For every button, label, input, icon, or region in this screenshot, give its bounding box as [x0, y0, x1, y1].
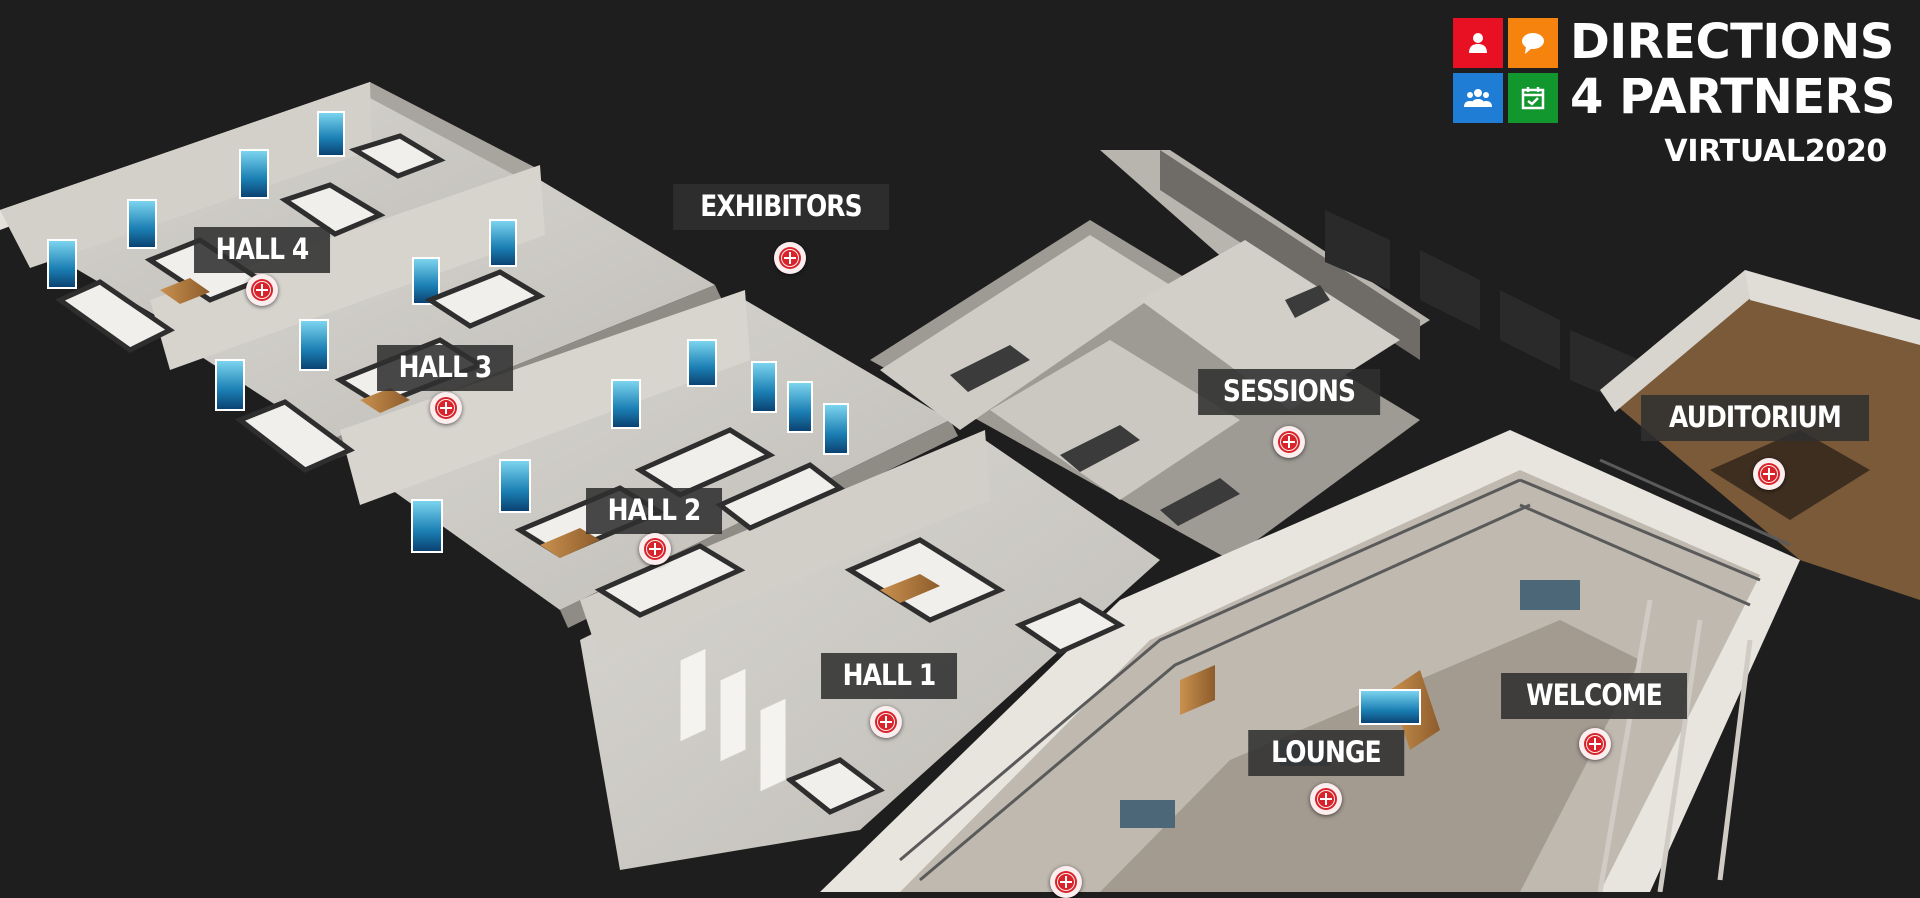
auditorium-pin-plus-icon[interactable]	[1753, 458, 1785, 490]
logo-title-line2: 4 PARTNERS	[1570, 69, 1896, 125]
logo-tile-red	[1453, 18, 1503, 68]
lounge-pin-plus-icon[interactable]	[1310, 783, 1342, 815]
sessions-label[interactable]: SESSIONS	[1198, 369, 1380, 415]
welcome-label[interactable]: WELCOME	[1501, 673, 1687, 719]
auditorium-label[interactable]: AUDITORIUM	[1641, 395, 1869, 441]
hall-4-label[interactable]: HALL 4	[194, 227, 330, 273]
logo-title-line1: DIRECTIONS	[1570, 14, 1894, 70]
hall-1-label[interactable]: HALL 1	[821, 653, 957, 699]
hall-4-pin-plus-icon[interactable]	[246, 274, 278, 306]
exhibitors-pin-plus-icon[interactable]	[774, 242, 806, 274]
logo-subtitle: VIRTUAL2020	[1664, 134, 1887, 169]
hall-3-room	[160, 180, 715, 440]
hall-3-pin-plus-icon[interactable]	[430, 392, 462, 424]
sessions-pin-plus-icon[interactable]	[1273, 426, 1305, 458]
calendar-check-icon	[1521, 87, 1545, 110]
logo-tile-green	[1508, 73, 1558, 123]
exhibitors-label[interactable]: EXHIBITORS	[673, 184, 889, 230]
logo-tile-blue	[1453, 73, 1503, 123]
welcome-pin-plus-icon[interactable]	[1579, 728, 1611, 760]
people-group-icon	[1464, 89, 1492, 107]
hall-2-pin-plus-icon[interactable]	[639, 533, 671, 565]
directions-4-partners-logo: DIRECTIONS 4 PARTNERS VIRTUAL2020	[1453, 14, 1896, 176]
hall-1-pin-plus-icon[interactable]	[870, 706, 902, 738]
hall-2-label[interactable]: HALL 2	[586, 488, 722, 534]
person-icon	[1469, 33, 1487, 53]
entrance-pin-plus-icon[interactable]	[1050, 866, 1082, 898]
hall-2-room	[350, 300, 950, 610]
logo-tile-orange	[1508, 18, 1558, 68]
hall-3-label[interactable]: HALL 3	[377, 345, 513, 391]
chat-bubble-icon	[1522, 33, 1544, 54]
lounge-label[interactable]: LOUNGE	[1248, 730, 1404, 776]
